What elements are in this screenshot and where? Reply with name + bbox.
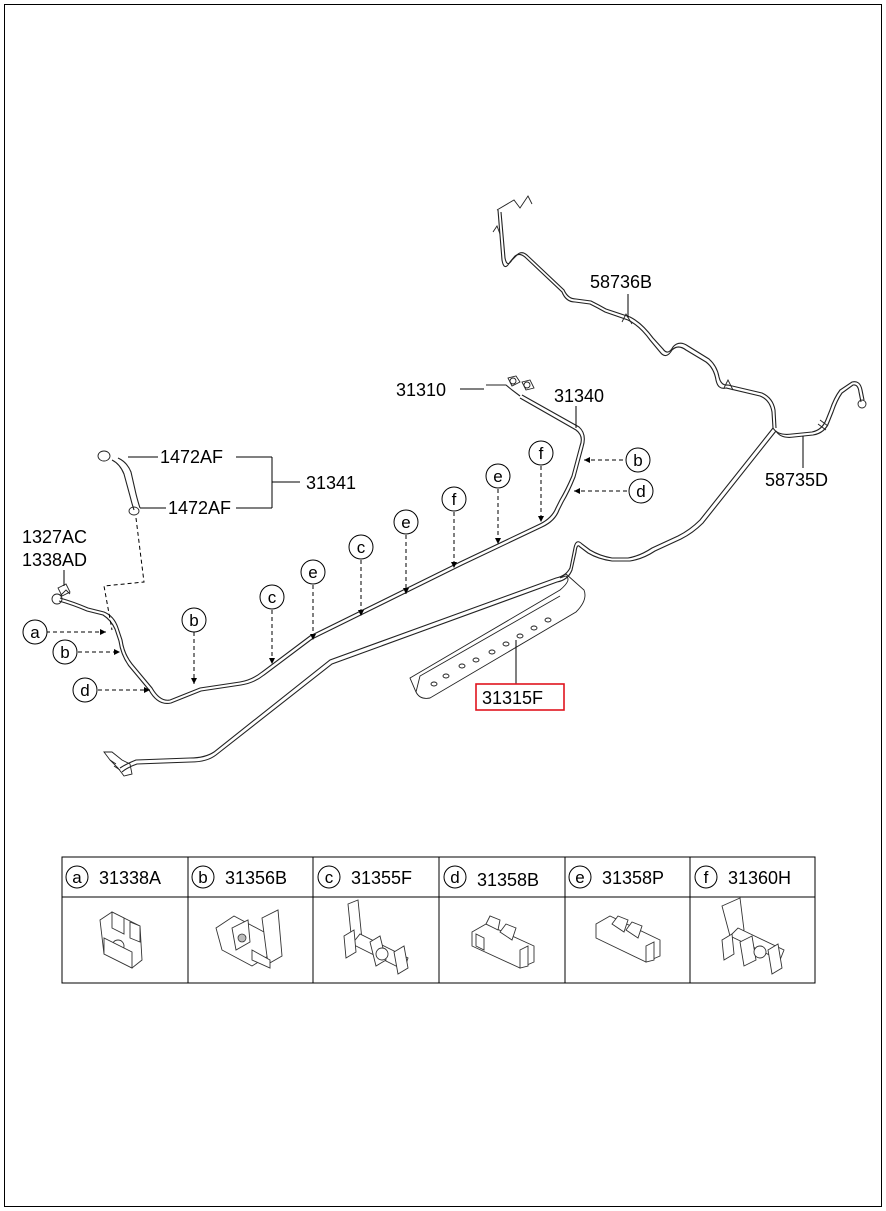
callout-b-right[interactable]: b — [625, 447, 651, 473]
clip-a-icon — [99, 911, 143, 969]
legend-letter-a: a — [72, 868, 82, 887]
callout-b-left-text: b — [60, 643, 69, 662]
legend-letter-b: b — [198, 868, 207, 887]
callout-d-right-text: d — [636, 482, 645, 501]
heat-shield-31315F[interactable] — [409, 573, 586, 699]
legend-part-b[interactable]: 31356B — [225, 868, 287, 888]
callout-d-left-text: d — [80, 681, 89, 700]
drawing-frame — [4, 4, 882, 1207]
callout-e-2-text: e — [401, 513, 410, 532]
label-31340: 31340 — [554, 386, 604, 406]
legend-part-e[interactable]: 31358P — [602, 868, 664, 888]
callout-f-2[interactable]: f — [528, 440, 554, 466]
connector-31310[interactable] — [486, 375, 535, 397]
legend-col-f: f 31360H — [694, 865, 791, 889]
legend-col-c: c 31355F — [317, 865, 412, 889]
label-31341: 31341 — [306, 473, 356, 493]
legend-part-c[interactable]: 31355F — [351, 868, 412, 888]
callout-d-right[interactable]: d — [628, 478, 654, 504]
callout-f-1[interactable]: f — [441, 486, 467, 512]
callout-e-1-text: e — [308, 563, 317, 582]
callout-b-mid-text: b — [189, 611, 198, 630]
callout-e-3-text: e — [493, 467, 502, 486]
label-58736B: 58736B — [590, 272, 652, 292]
callout-e-1[interactable]: e — [300, 559, 326, 585]
leader-lines — [63, 294, 804, 684]
label-1472AF-top: 1472AF — [160, 447, 223, 467]
callout-e-3[interactable]: e — [485, 463, 511, 489]
hose-31341[interactable] — [97, 450, 145, 631]
highlight-box-31315F — [475, 683, 565, 711]
legend-letter-c: c — [325, 868, 334, 887]
callout-a-left[interactable]: a — [22, 619, 48, 645]
legend-letter-f: f — [704, 868, 709, 887]
label-1327AC: 1327AC — [22, 527, 87, 547]
legend-letter-d: d — [450, 868, 459, 887]
legend-col-d: d 31358B — [443, 865, 539, 890]
clip-e-icon — [595, 915, 661, 963]
legend-part-f[interactable]: 31360H — [728, 868, 791, 888]
label-1472AF-bottom: 1472AF — [168, 498, 231, 518]
main-fuel-line[interactable] — [103, 427, 777, 777]
clip-f-icon — [721, 897, 785, 975]
legend-part-d[interactable]: 31358B — [477, 870, 539, 890]
rear-brake-line-58736B[interactable] — [492, 195, 777, 429]
label-58735D: 58735D — [765, 470, 828, 490]
legend-header: a 31338A b 31356B c 31355F d 31358B e 31… — [65, 865, 791, 890]
callout-c-2-text: c — [357, 538, 366, 557]
label-31315F[interactable]: 31315F — [482, 688, 543, 708]
legend-col-b: b 31356B — [191, 865, 287, 889]
legend-part-a[interactable]: 31338A — [99, 868, 161, 888]
callout-b-right-text: b — [633, 451, 642, 470]
callout-e-2[interactable]: e — [393, 509, 419, 535]
label-1338AD: 1338AD — [22, 550, 87, 570]
legend-table — [61, 856, 816, 984]
legend-col-a: a 31338A — [65, 865, 161, 889]
callout-f-1-text: f — [452, 490, 457, 509]
callout-c-1[interactable]: c — [259, 584, 285, 610]
rear-brake-line-58735D[interactable] — [772, 381, 867, 438]
clip-c-icon — [343, 899, 409, 975]
callout-f-2-text: f — [539, 444, 544, 463]
callout-arrows — [46, 457, 628, 693]
bolt-1327AC[interactable] — [57, 583, 71, 597]
clip-d-icon — [471, 915, 535, 969]
clip-b-icon — [215, 909, 283, 969]
callout-d-left[interactable]: d — [72, 677, 98, 703]
callout-c-2[interactable]: c — [348, 534, 374, 560]
callout-b-left[interactable]: b — [52, 639, 78, 665]
brake-line-31340[interactable] — [51, 394, 585, 705]
legend-col-e: e 31358P — [568, 865, 664, 889]
callout-a-left-text: a — [30, 623, 40, 642]
legend-letter-e: e — [575, 868, 584, 887]
callout-b-mid[interactable]: b — [181, 607, 207, 633]
label-31310: 31310 — [396, 380, 446, 400]
callout-c-1-text: c — [268, 588, 277, 607]
